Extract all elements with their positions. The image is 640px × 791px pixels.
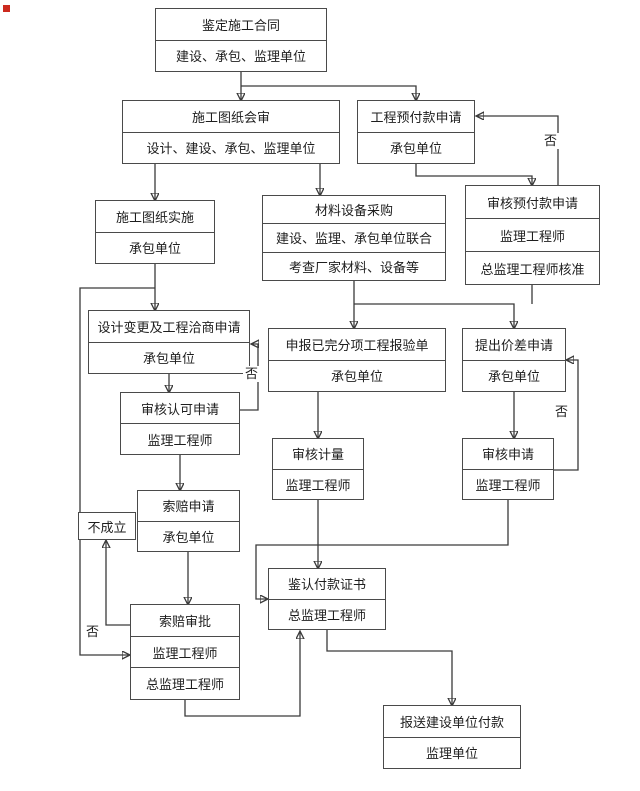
- flow-node-submit-payment: 报送建设单位付款监理单位: [383, 705, 521, 769]
- flow-node-drawing-implementation: 施工图纸实施承包单位: [95, 200, 215, 264]
- flow-node-row: 报送建设单位付款: [399, 714, 504, 730]
- flow-node-row: 材料设备采购: [314, 203, 393, 219]
- flow-node-row: 提出价差申请: [474, 337, 553, 353]
- flow-node-row: 审核预付款申请: [486, 195, 578, 211]
- flow-node-row: 审核认可申请: [140, 401, 219, 417]
- flow-node-material-procurement: 材料设备采购建设、监理、承包单位联合考查厂家材料、设备等: [262, 195, 446, 281]
- flow-node-row: 总监理工程师: [269, 598, 385, 630]
- connector-certificate-to-payment: [326, 630, 452, 705]
- flow-node-approval-review: 审核认可申请监理工程师: [120, 392, 240, 455]
- flow-node-row: 索赔审批: [158, 613, 211, 629]
- flow-node-application-review: 审核申请监理工程师: [462, 438, 554, 500]
- flow-node-row: 不成立: [87, 519, 127, 535]
- flow-node-sign-contract: 鉴定施工合同建设、承包、监理单位: [155, 8, 327, 72]
- flow-node-claim-approval: 索赔审批监理工程师总监理工程师: [130, 604, 240, 700]
- flow-node-row: 建设、承包、监理单位: [156, 39, 326, 72]
- flow-node-row: 承包单位: [358, 131, 474, 164]
- flow-node-design-change-application: 设计变更及工程洽商申请承包单位: [88, 310, 250, 374]
- flow-node-advance-payment-application: 工程预付款申请承包单位: [357, 100, 475, 164]
- connector-advance-to-advreview: [415, 164, 532, 185]
- flow-node-row: 总监理工程师核准: [466, 251, 599, 284]
- decision-no-label: 否: [553, 404, 571, 420]
- flow-node-row: 索赔申请: [162, 499, 215, 515]
- flow-node-row: 总监理工程师: [131, 667, 239, 699]
- flow-node-row: 设计、建设、承包、监理单位: [123, 131, 339, 164]
- flow-node-claim-not-established: 不成立: [78, 512, 136, 540]
- flow-node-row: 承包单位: [138, 520, 239, 552]
- flow-node-payment-certificate: 鉴认付款证书总监理工程师: [268, 568, 386, 630]
- flow-node-row: 监理工程师: [273, 468, 363, 500]
- decision-no-label: 否: [84, 624, 102, 640]
- flow-node-row: 鉴定施工合同: [201, 17, 280, 33]
- connector-advreview-no-loop: [477, 116, 559, 185]
- flow-node-row: 建设、监理、承包单位联合: [263, 223, 445, 251]
- flow-node-row: 监理工程师: [131, 635, 239, 668]
- connector-branch-to-pricediff: [354, 303, 514, 328]
- flow-node-row: 承包单位: [96, 231, 214, 264]
- flow-node-measurement-review: 审核计量监理工程师: [272, 438, 364, 500]
- flow-node-row: 承包单位: [89, 341, 249, 374]
- flow-node-row: 监理工程师: [466, 218, 599, 251]
- decision-no-label: 否: [243, 366, 261, 382]
- flow-node-row: 监理单位: [384, 736, 520, 769]
- flow-node-claim-application: 索赔申请承包单位: [137, 490, 240, 552]
- flow-node-row: 考查厂家材料、设备等: [263, 251, 445, 280]
- flow-node-row: 施工图纸实施: [115, 209, 194, 225]
- connector-claimapproval-no-loop: [106, 541, 130, 626]
- decision-no-label: 否: [542, 133, 560, 149]
- flow-node-row: 施工图纸会审: [191, 109, 270, 125]
- flow-node-price-difference-application: 提出价差申请承包单位: [462, 328, 566, 392]
- flow-node-row: 承包单位: [269, 359, 445, 392]
- connector-claimapproval-to-certificate: [184, 632, 300, 717]
- flow-node-row: 设计变更及工程洽商申请: [97, 319, 241, 335]
- connector-appreview-to-certificate: [255, 500, 509, 599]
- flow-node-drawing-review: 施工图纸会审设计、建设、承包、监理单位: [122, 100, 340, 164]
- connector-left-rail-to-claimapproval: [79, 287, 155, 655]
- red-corner-mark: [3, 5, 10, 12]
- flow-node-row: 审核计量: [291, 447, 344, 463]
- flow-node-row: 承包单位: [463, 359, 565, 392]
- flow-node-row: 鉴认付款证书: [287, 577, 366, 593]
- flow-node-row: 监理工程师: [463, 468, 553, 500]
- connector-contract-to-advance: [241, 85, 416, 100]
- flow-node-row: 工程预付款申请: [370, 109, 462, 125]
- flow-node-completed-work-inspection: 申报已完分项工程报验单承包单位: [268, 328, 446, 392]
- flow-node-row: 审核申请: [481, 447, 534, 463]
- flow-node-advance-payment-review: 审核预付款申请监理工程师总监理工程师核准: [465, 185, 600, 285]
- connector-appreview-no-loop: [554, 360, 579, 471]
- flow-node-row: 申报已完分项工程报验单: [285, 337, 429, 353]
- flow-node-row: 监理工程师: [121, 423, 239, 454]
